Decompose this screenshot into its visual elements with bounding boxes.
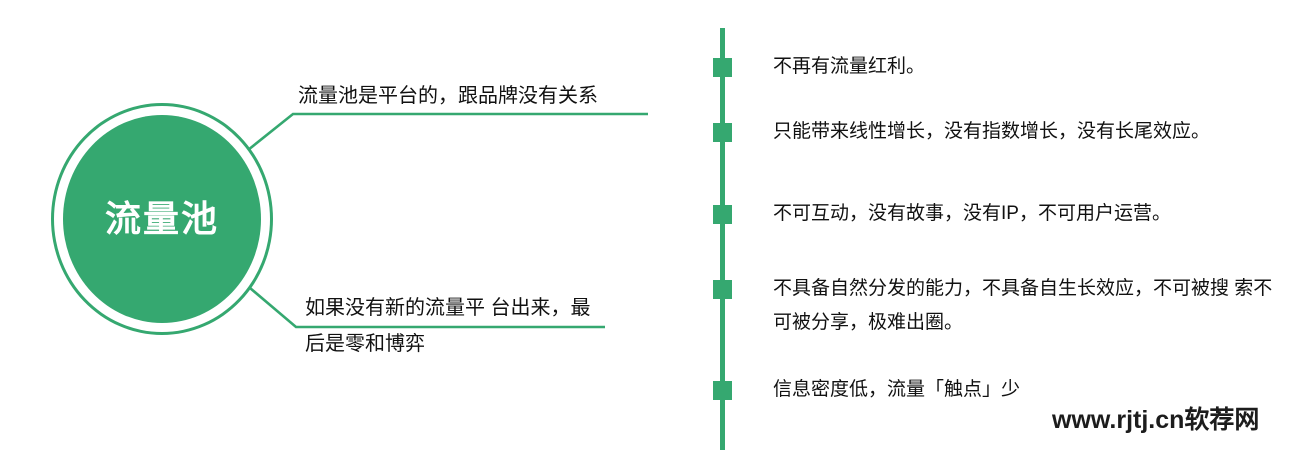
timeline-marker-square	[713, 381, 732, 400]
branch-label-top-line-1: 流量池是平台的，跟品牌没有关系	[298, 85, 598, 107]
timeline-panel: 不再有流量红利。 只能带来线性增长，没有指数增长，没有长尾效应。 不可互动，没有…	[700, 0, 1311, 467]
watermark-text: www.rjtj.cn软荐网	[1052, 406, 1260, 434]
branch-connector-top	[247, 112, 648, 152]
branch-label-bottom-line-1: 如果没有新的流量平 台出来，最	[305, 297, 591, 319]
timeline-item-text: 不再有流量红利。	[773, 56, 926, 77]
mindmap-left-panel: 流量池 流量池是平台的，跟品牌没有关系 如果没有新的流量平 台出来，最 后是零和…	[51, 78, 648, 362]
timeline-axis-line	[720, 28, 725, 450]
central-node[interactable]: 流量池	[51, 103, 273, 335]
timeline-item-text: 只能带来线性增长，没有指数增长，没有长尾效应。	[773, 121, 1211, 142]
timeline-marker-square	[713, 58, 732, 77]
branch-label-top: 流量池是平台的，跟品牌没有关系	[298, 78, 598, 114]
timeline-marker-square	[713, 123, 732, 142]
central-node-fill: 流量池	[63, 115, 261, 323]
branch-label-bottom-line-2: 后是零和博弈	[305, 333, 425, 355]
timeline-item-text: 不具备自然分发的能力，不具备自生长效应，不可被搜 索不可被分享，极难出圈。	[773, 278, 1273, 333]
timeline-marker-square	[713, 280, 732, 299]
timeline-item-text: 不可互动，没有故事，没有IP，不可用户运营。	[773, 203, 1171, 224]
timeline-marker-square	[713, 205, 732, 224]
timeline-item-text: 信息密度低，流量「触点」少	[773, 379, 1021, 400]
central-node-label: 流量池	[104, 198, 219, 239]
branch-label-bottom: 如果没有新的流量平 台出来，最 后是零和博弈	[305, 290, 645, 362]
